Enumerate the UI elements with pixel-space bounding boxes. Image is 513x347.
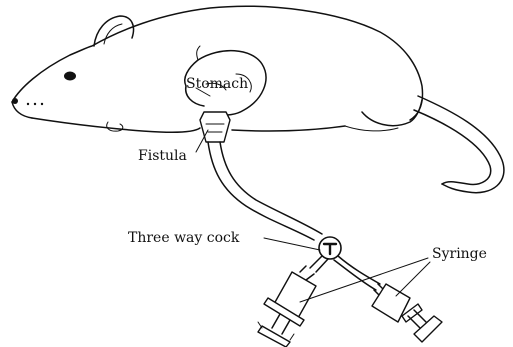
rat-belly-outline xyxy=(32,118,200,132)
leader-lines xyxy=(196,88,430,302)
label-fistula: Fistula xyxy=(138,148,187,164)
rat-nose xyxy=(12,98,18,104)
three-way-cock-drawing xyxy=(310,237,380,290)
leader-syringe-left xyxy=(300,258,428,302)
leader-three-way-cock xyxy=(264,238,320,250)
rat-tail xyxy=(418,96,504,193)
label-three-way-cock: Three way cock xyxy=(128,230,240,246)
tube-drawing xyxy=(208,142,322,240)
label-syringe: Syringe xyxy=(432,246,487,262)
fistula-body xyxy=(200,112,230,142)
label-stomach: Stomach xyxy=(186,76,248,92)
rat-back-outline xyxy=(12,6,423,120)
rat-eye xyxy=(64,72,76,81)
right-syringe-plunger xyxy=(414,316,442,342)
rat-hind-leg xyxy=(362,100,422,126)
fistula-drawing xyxy=(200,112,230,142)
right-syringe-drawing xyxy=(372,284,442,342)
left-syringe-drawing xyxy=(258,266,316,347)
